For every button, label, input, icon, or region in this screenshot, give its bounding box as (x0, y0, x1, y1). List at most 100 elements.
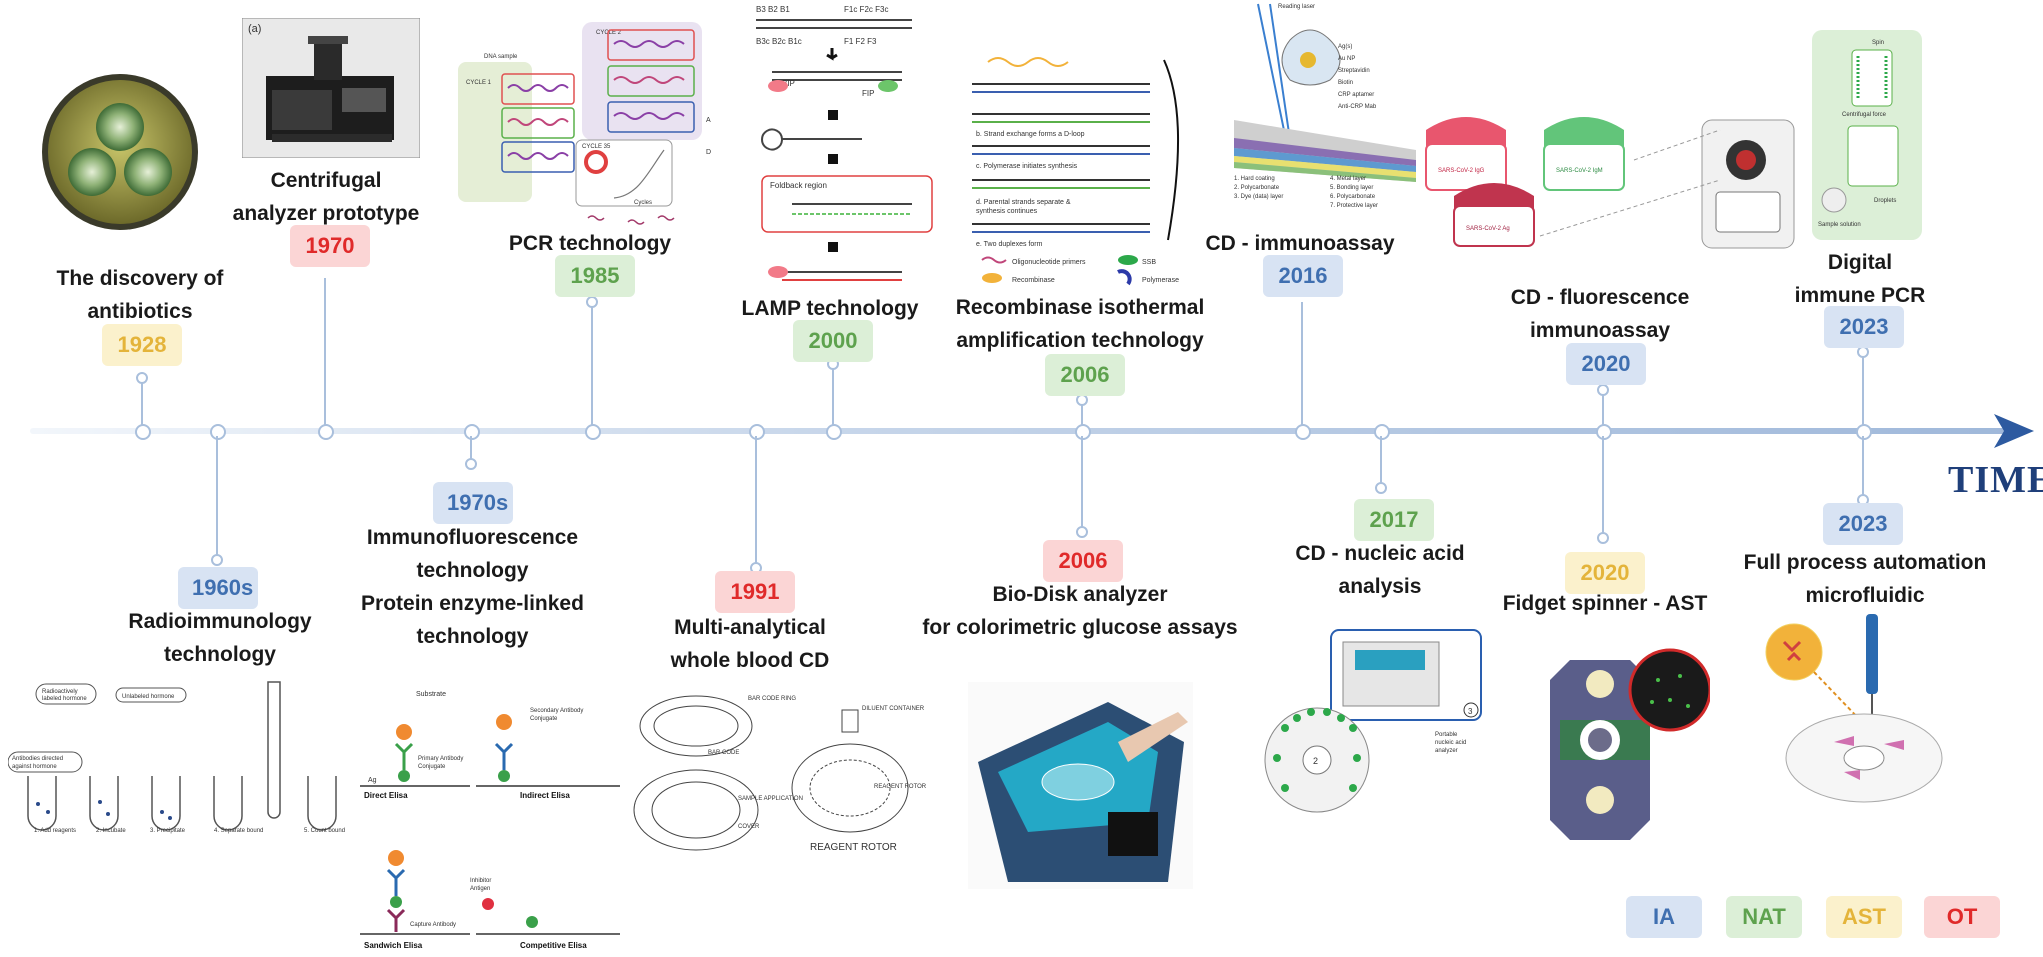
timeline-node (1295, 424, 1311, 440)
svg-text:Unlabeled hormone: Unlabeled hormone (122, 694, 175, 700)
svg-text:synthesis continues: synthesis continues (976, 208, 1038, 215)
timeline-stem (141, 378, 143, 426)
timeline-stem-dot (465, 458, 477, 470)
timeline-node (210, 424, 226, 440)
event-title-cd-fluor: CD - fluorescence immunoassay (1480, 281, 1720, 347)
timeline-stem (1081, 436, 1083, 528)
event-title-line: Protein enzyme-linked (361, 592, 584, 615)
svg-text:Indirect Elisa: Indirect Elisa (520, 791, 570, 800)
svg-text:d. Parental strands separate &: d. Parental strands separate & (976, 199, 1071, 206)
petri-dish-image (42, 74, 198, 230)
svg-text:Recombinase: Recombinase (1012, 277, 1055, 284)
year-badge-2006-biodisk: 2006 (1043, 540, 1123, 582)
timeline-stem-dot (1597, 384, 1609, 396)
timeline-stem (1301, 302, 1303, 426)
svg-text:5. Bonding layer: 5. Bonding layer (1330, 185, 1373, 191)
timeline-stem-dot (1076, 526, 1088, 538)
timeline-stem (591, 300, 593, 426)
svg-text:nucleic acid: nucleic acid (1435, 740, 1466, 746)
svg-text:3. Dye (data) layer: 3. Dye (data) layer (1234, 194, 1283, 200)
timeline-stem (470, 436, 472, 460)
event-title-centrifugal: Centrifugal analyzer prototype (216, 164, 436, 230)
year-badge-2016: 2016 (1263, 255, 1343, 297)
svg-text:B3 B2 B1: B3 B2 B1 (756, 5, 790, 14)
svg-text:Biotin: Biotin (1338, 80, 1353, 86)
pcr-cycle-illustration: DNA sample CYCLE 1 CYCLE 2 CYCLE 35 Cycl… (458, 22, 711, 225)
centrifugal-analyzer-photo: (a) (242, 18, 420, 158)
timeline-stem (324, 278, 326, 426)
svg-text:6. Polycarbonate: 6. Polycarbonate (1330, 194, 1376, 200)
year-badge-1991: 1991 (715, 571, 795, 613)
svg-text:e. Two duplexes form: e. Two duplexes form (976, 241, 1043, 248)
event-title-line: for colorimetric glucose assays (922, 616, 1238, 639)
year-badge-2000: 2000 (793, 320, 873, 362)
event-title-line: antibiotics (87, 300, 193, 323)
timeline-node (749, 424, 765, 440)
svg-text:Inhibitor: Inhibitor (470, 878, 491, 884)
timeline-stem (1380, 436, 1382, 484)
event-title-line: microfluidic (1805, 584, 1925, 607)
svg-text:BAR CODE: BAR CODE (708, 750, 739, 756)
svg-text:Direct Elisa: Direct Elisa (364, 791, 408, 800)
event-title-line: Immunofluorescence (366, 526, 579, 549)
timeline-stem-dot (1375, 482, 1387, 494)
cd-immunoassay-illustration: Reading laser Ag(s) Au NP Streptavidin B… (1234, 3, 1416, 209)
svg-text:7. Protective layer: 7. Protective layer (1330, 203, 1378, 209)
timeline-node (585, 424, 601, 440)
arrow-right-icon (1994, 414, 2034, 448)
svg-text:Primary Antibody: Primary Antibody (418, 756, 463, 762)
event-title-cd-immuno: CD - immunoassay (1180, 227, 1420, 260)
svg-text:Foldback region: Foldback region (770, 181, 827, 190)
svg-text:DNA sample: DNA sample (484, 54, 518, 60)
bio-disk-photo (968, 682, 1193, 889)
svg-text:c. Polymerase initiates synthe: c. Polymerase initiates synthesis (976, 163, 1078, 170)
svg-text:1. Hard coating: 1. Hard coating (1234, 176, 1275, 182)
timeline-stem (1862, 350, 1864, 426)
event-title-line: LAMP technology (741, 297, 919, 320)
event-title-line: CD - nucleic acid (1295, 542, 1465, 565)
event-title-rpa: Recombinase isothermal amplification tec… (940, 291, 1220, 357)
event-title-line: Bio-Disk analyzer (992, 583, 1168, 606)
year-badge-1928: 1928 (102, 324, 182, 366)
svg-text:analyzer: analyzer (1435, 748, 1458, 754)
timeline-stem-dot (1597, 532, 1609, 544)
svg-text:(a): (a) (248, 23, 261, 35)
svg-text:3. Precipitate: 3. Precipitate (150, 828, 186, 834)
svg-text:SARS-CoV-2 IgG: SARS-CoV-2 IgG (1438, 168, 1485, 174)
year-badge-2023-digital: 2023 (1824, 306, 1904, 348)
svg-text:Streptavidin: Streptavidin (1338, 68, 1370, 74)
year-badge-2017: 2017 (1354, 499, 1434, 541)
timeline-stem (1602, 436, 1604, 534)
lamp-illustration: B3 B2 B1 F1c F2c F3c B3c B2c B1c F1 F2 F… (756, 5, 933, 281)
event-title-line: amplification technology (956, 329, 1204, 352)
event-title-ria: Radioimmunology technology (100, 605, 340, 671)
event-title-lamp: LAMP technology (720, 292, 940, 325)
event-title-line: immunoassay (1529, 319, 1671, 342)
timeline-node (1075, 424, 1091, 440)
svg-text:1. Add reagents: 1. Add reagents (34, 828, 76, 834)
digital-pcr-illustration: Spin Centrifugal force Droplets Sample s… (1812, 30, 1922, 240)
event-title-full-auto: Full process automation microfluidic (1730, 546, 2000, 612)
event-title-line: CD - fluorescence (1510, 286, 1690, 309)
timeline-stem (216, 436, 218, 556)
svg-text:BIP: BIP (782, 79, 795, 88)
event-title-line: Multi-analytical (674, 616, 826, 639)
radioimmunoassay-illustration: Radioactively labeled hormone Unlabeled … (8, 681, 345, 834)
event-title-line: technology (163, 643, 276, 666)
svg-text:5. Count bound: 5. Count bound (304, 828, 345, 834)
svg-text:Ag(s): Ag(s) (1338, 44, 1352, 50)
svg-text:CYCLE 2: CYCLE 2 (596, 30, 622, 36)
fidget-spinner-ast-illustration (1550, 648, 1710, 840)
elisa-illustration: Ag Substrate Primary Antibody Conjugate … (360, 691, 620, 950)
svg-text:SARS-CoV-2 IgM: SARS-CoV-2 IgM (1556, 168, 1603, 174)
year-badge-1970s: 1970s (433, 482, 513, 524)
svg-text:against hormone: against hormone (12, 764, 57, 770)
timeline-stem-dot (211, 554, 223, 566)
timeline-axis (30, 428, 2020, 434)
svg-text:Droplets: Droplets (1874, 198, 1896, 204)
svg-text:Reading laser: Reading laser (1278, 4, 1315, 10)
timeline-node (1856, 424, 1872, 440)
svg-text:Polymerase: Polymerase (1142, 277, 1179, 284)
svg-text:3: 3 (1468, 707, 1473, 716)
event-title-line: Fidget spinner - AST (1502, 592, 1708, 615)
